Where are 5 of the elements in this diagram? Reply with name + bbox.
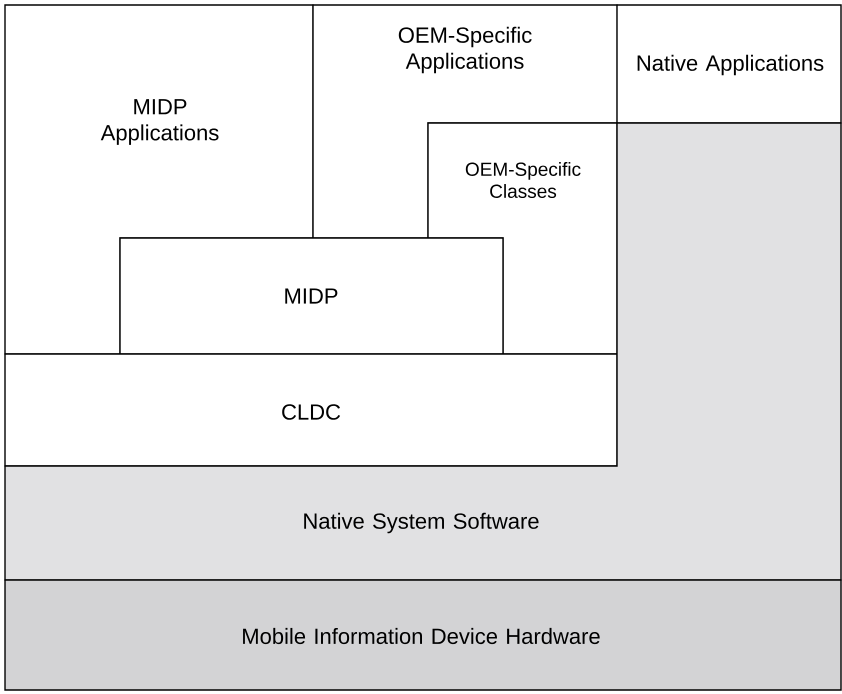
- layer-box: Native Applications: [616, 4, 842, 124]
- layer-box: MIDP: [119, 237, 504, 355]
- layer-box: Mobile Information Device Hardware: [4, 579, 842, 691]
- layer-box: CLDC: [4, 353, 618, 467]
- layer-box: OEM-Specific Classes: [427, 122, 618, 355]
